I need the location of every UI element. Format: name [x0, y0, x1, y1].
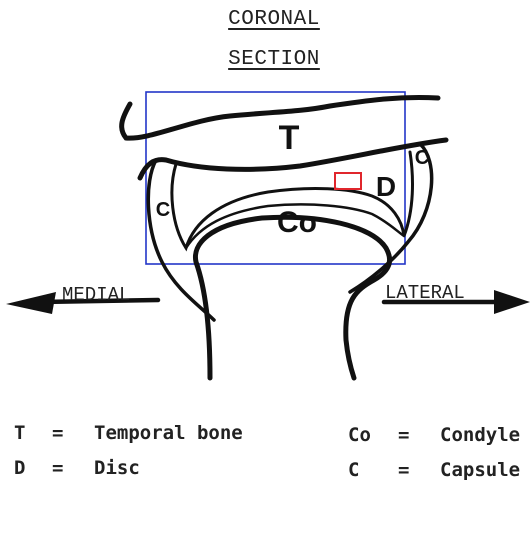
coronal-section-diagram: T D Co C C	[0, 0, 532, 488]
lateral-label: LATERAL	[385, 282, 465, 304]
label-condyle: Co	[277, 206, 317, 239]
legend-equals: =	[52, 457, 63, 479]
label-capsule-left: C	[156, 199, 170, 221]
lateral-arrow-head	[494, 290, 530, 314]
label-capsule-right: C	[415, 147, 429, 169]
legend-equals: =	[398, 424, 409, 446]
legend-text: Capsule	[440, 459, 520, 481]
legend-abbr: Co	[348, 424, 371, 446]
legend-text: Temporal bone	[94, 422, 243, 444]
roi-box	[146, 92, 405, 264]
condyle-outline	[195, 217, 389, 378]
legend-equals: =	[398, 459, 409, 481]
legend-item-disc: D = Disc	[14, 457, 37, 545]
disc-marker	[335, 173, 361, 189]
medial-arrow-head	[6, 292, 56, 314]
legend-text: Condyle	[440, 424, 520, 446]
medial-label: MEDIAL	[62, 284, 130, 306]
label-disc: D	[376, 171, 396, 202]
label-temporal: T	[279, 119, 300, 157]
legend-abbr: T	[14, 422, 25, 444]
legend-equals: =	[52, 422, 63, 444]
legend-text: Disc	[94, 457, 140, 479]
legend-abbr: D	[14, 457, 25, 479]
legend-item-capsule: C = Capsule	[348, 459, 371, 547]
legend-abbr: C	[348, 459, 359, 481]
